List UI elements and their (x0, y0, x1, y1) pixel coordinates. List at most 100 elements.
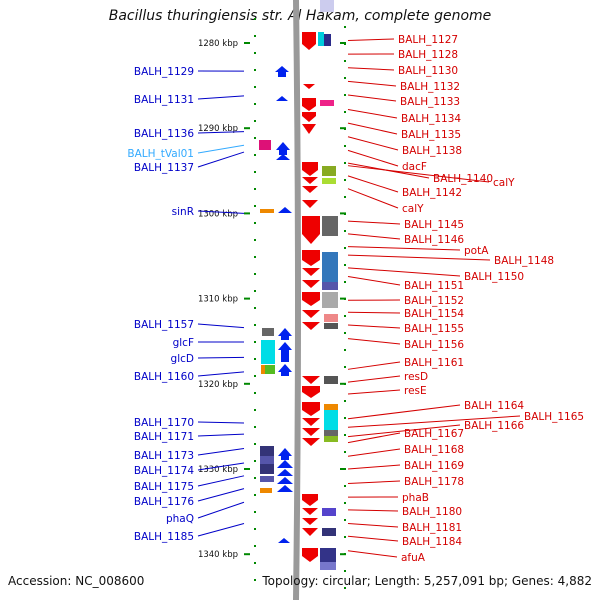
gene-arrow[interactable] (302, 310, 320, 318)
gene-label[interactable]: BALH_1176 (134, 496, 194, 508)
gene-label[interactable]: resD (404, 371, 428, 383)
gene-arrow[interactable] (302, 428, 320, 436)
feature-box[interactable] (324, 314, 338, 322)
gene-label[interactable]: BALH_tVal01 (127, 148, 194, 160)
gene-label[interactable]: BALH_1142 (402, 187, 462, 199)
gene-label[interactable]: BALH_1167 (404, 428, 464, 440)
gene-label[interactable]: BALH_1165 (524, 411, 584, 423)
gene-arrow[interactable] (302, 376, 320, 384)
gene-arrow[interactable] (278, 207, 292, 213)
feature-box[interactable] (322, 178, 336, 184)
feature-box[interactable] (322, 508, 336, 516)
feature-box[interactable] (260, 476, 274, 482)
gene-arrow[interactable] (302, 268, 320, 276)
gene-label[interactable]: dacF (402, 161, 427, 173)
gene-label[interactable]: BALH_1181 (402, 522, 462, 534)
feature-box[interactable] (261, 340, 275, 364)
feature-box[interactable] (320, 100, 334, 106)
gene-label[interactable]: BALH_1154 (404, 308, 464, 320)
feature-box[interactable] (261, 365, 265, 374)
gene-arrow[interactable] (278, 538, 290, 543)
gene-label[interactable]: BALH_1166 (464, 420, 524, 432)
gene-label[interactable]: afuA (401, 552, 426, 564)
gene-arrow[interactable] (302, 418, 320, 426)
gene-arrow[interactable] (302, 250, 320, 266)
feature-box[interactable] (324, 430, 338, 436)
gene-arrow[interactable] (278, 342, 292, 362)
gene-label[interactable]: calY (493, 177, 515, 189)
gene-arrow[interactable] (302, 322, 320, 330)
gene-label[interactable]: BALH_1148 (494, 255, 554, 267)
gene-arrow[interactable] (277, 485, 293, 492)
feature-box[interactable] (260, 446, 274, 456)
gene-arrow[interactable] (302, 528, 318, 536)
gene-label[interactable]: BALH_1185 (134, 531, 194, 543)
feature-box[interactable] (320, 548, 336, 562)
gene-arrow[interactable] (302, 98, 316, 111)
feature-box[interactable] (324, 436, 338, 442)
gene-label[interactable]: BALH_1128 (398, 49, 458, 61)
gene-label[interactable]: BALH_1156 (404, 339, 464, 351)
gene-label[interactable]: BALH_1169 (404, 460, 464, 472)
gene-arrow[interactable] (302, 32, 316, 50)
gene-label[interactable]: BALH_1146 (404, 234, 464, 246)
gene-label[interactable]: BALH_1127 (398, 34, 458, 46)
gene-arrow[interactable] (303, 84, 315, 89)
gene-arrow[interactable] (276, 96, 288, 101)
gene-arrow[interactable] (302, 494, 318, 506)
gene-label[interactable]: BALH_1173 (134, 450, 194, 462)
gene-arrow[interactable] (277, 469, 293, 476)
gene-arrow[interactable] (302, 162, 318, 176)
gene-label[interactable]: phaQ (166, 513, 194, 525)
gene-label[interactable]: BALH_1168 (404, 444, 464, 456)
gene-arrow[interactable] (277, 460, 293, 468)
gene-arrow[interactable] (302, 548, 318, 562)
gene-label[interactable]: BALH_1134 (401, 113, 461, 125)
gene-arrow[interactable] (302, 280, 320, 288)
feature-box[interactable] (324, 34, 331, 46)
feature-box[interactable] (262, 328, 274, 336)
feature-box[interactable] (260, 488, 272, 493)
feature-box[interactable] (318, 32, 324, 46)
gene-label[interactable]: BALH_1160 (134, 371, 194, 383)
gene-label[interactable]: BALH_1175 (134, 481, 194, 493)
feature-box[interactable] (320, 0, 334, 12)
feature-box[interactable] (322, 282, 338, 290)
gene-label[interactable]: BALH_1138 (402, 145, 462, 157)
gene-label[interactable]: phaB (402, 492, 429, 504)
feature-box[interactable] (322, 216, 338, 236)
gene-label[interactable]: BALH_1135 (401, 129, 461, 141)
gene-label[interactable]: BALH_1152 (404, 295, 464, 307)
gene-label[interactable]: sinR (172, 206, 194, 218)
gene-label[interactable]: BALH_1145 (404, 219, 464, 231)
gene-arrow[interactable] (278, 448, 292, 460)
feature-box[interactable] (259, 140, 271, 150)
gene-arrow[interactable] (302, 508, 318, 515)
gene-label[interactable]: BALH_1161 (404, 357, 464, 369)
feature-box[interactable] (322, 292, 338, 308)
gene-label[interactable]: glcD (171, 353, 194, 365)
gene-label[interactable]: resE (404, 385, 427, 397)
feature-box[interactable] (322, 528, 336, 536)
feature-box[interactable] (260, 456, 274, 464)
gene-label[interactable]: BALH_1131 (134, 94, 194, 106)
gene-label[interactable]: BALH_1184 (402, 536, 462, 548)
gene-label[interactable]: BALH_1150 (464, 271, 524, 283)
gene-label[interactable]: BALH_1129 (134, 66, 194, 78)
gene-arrow[interactable] (302, 402, 320, 416)
gene-arrow[interactable] (302, 200, 318, 208)
gene-label[interactable]: BALH_1180 (402, 506, 462, 518)
gene-label[interactable]: BALH_1155 (404, 323, 464, 335)
gene-arrow[interactable] (276, 154, 290, 160)
gene-label[interactable]: BALH_1151 (404, 280, 464, 292)
gene-label[interactable]: glcF (173, 337, 194, 349)
gene-label[interactable]: BALH_1174 (134, 465, 194, 477)
gene-arrow[interactable] (302, 216, 320, 244)
feature-box[interactable] (324, 376, 338, 384)
gene-arrow[interactable] (302, 186, 318, 193)
gene-label[interactable]: BALH_1133 (400, 96, 460, 108)
feature-box[interactable] (260, 464, 274, 474)
gene-label[interactable]: BALH_1136 (134, 128, 194, 140)
gene-label[interactable]: BALH_1132 (400, 81, 460, 93)
gene-label[interactable]: BALH_1178 (404, 476, 464, 488)
